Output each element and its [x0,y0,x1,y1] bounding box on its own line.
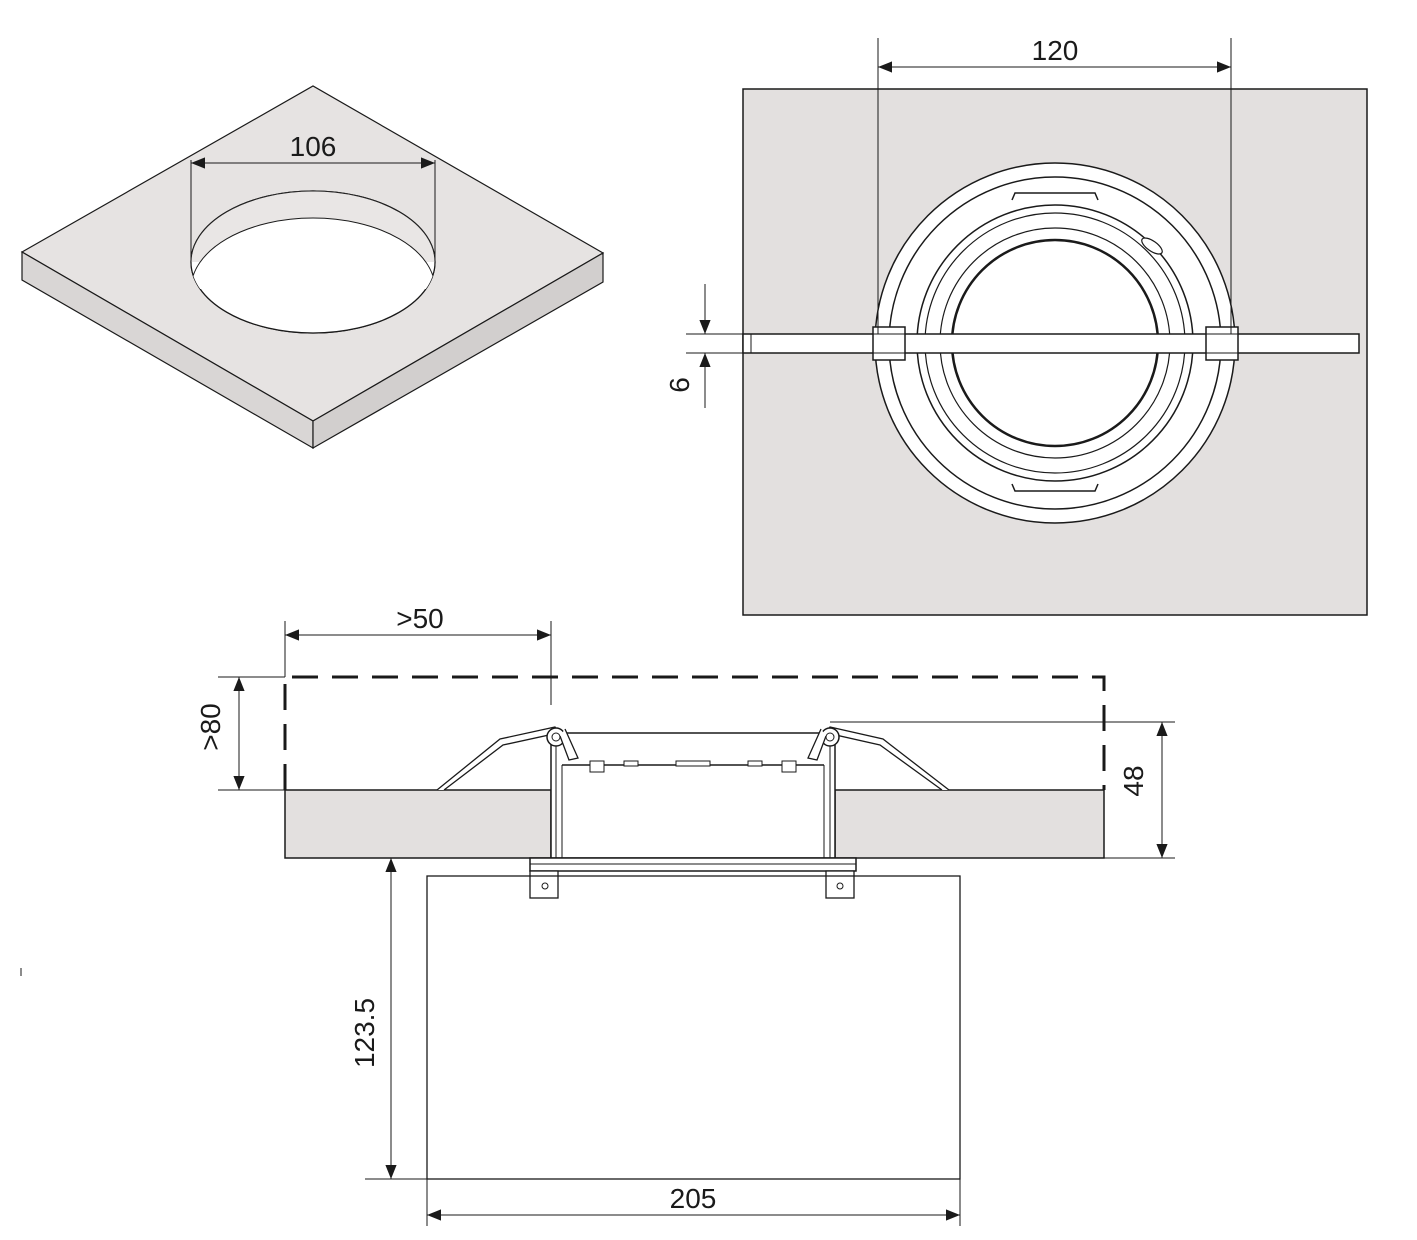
top-view: 120 6 [664,35,1368,616]
dim-unit-width: 205 [670,1183,717,1214]
mounting-bar [742,333,1360,354]
dim-top-clearance: >80 [195,703,226,751]
dim-side-clearance: >50 [396,603,444,634]
spring-clip-left [436,726,559,791]
ceiling-slab-left [284,789,552,859]
clearance-zone [283,675,1106,790]
ceiling-slab-right [834,789,1105,859]
bottom-clip [1011,483,1099,492]
bar-bracket-right [1205,326,1239,361]
bar-bracket-left [872,326,906,361]
dim-height-above-ceiling: 48 [1118,765,1149,796]
dim-unit-height: 123.5 [349,998,380,1068]
dim-hole-diameter: 106 [290,131,337,162]
spring-clip-right [826,726,950,791]
dim-ceiling-thickness: 6 [664,377,695,393]
small-slot [1141,237,1163,255]
dim-fixture-width: 120 [1032,35,1079,66]
driver-box [426,875,961,1180]
side-section-view: >50 >80 48 123.5 205 [20,603,1175,1226]
fixture-housing [550,732,836,859]
panel-right-face [312,251,604,450]
iso-ceiling-panel: 106 [20,85,605,450]
top-clip [1011,192,1099,201]
